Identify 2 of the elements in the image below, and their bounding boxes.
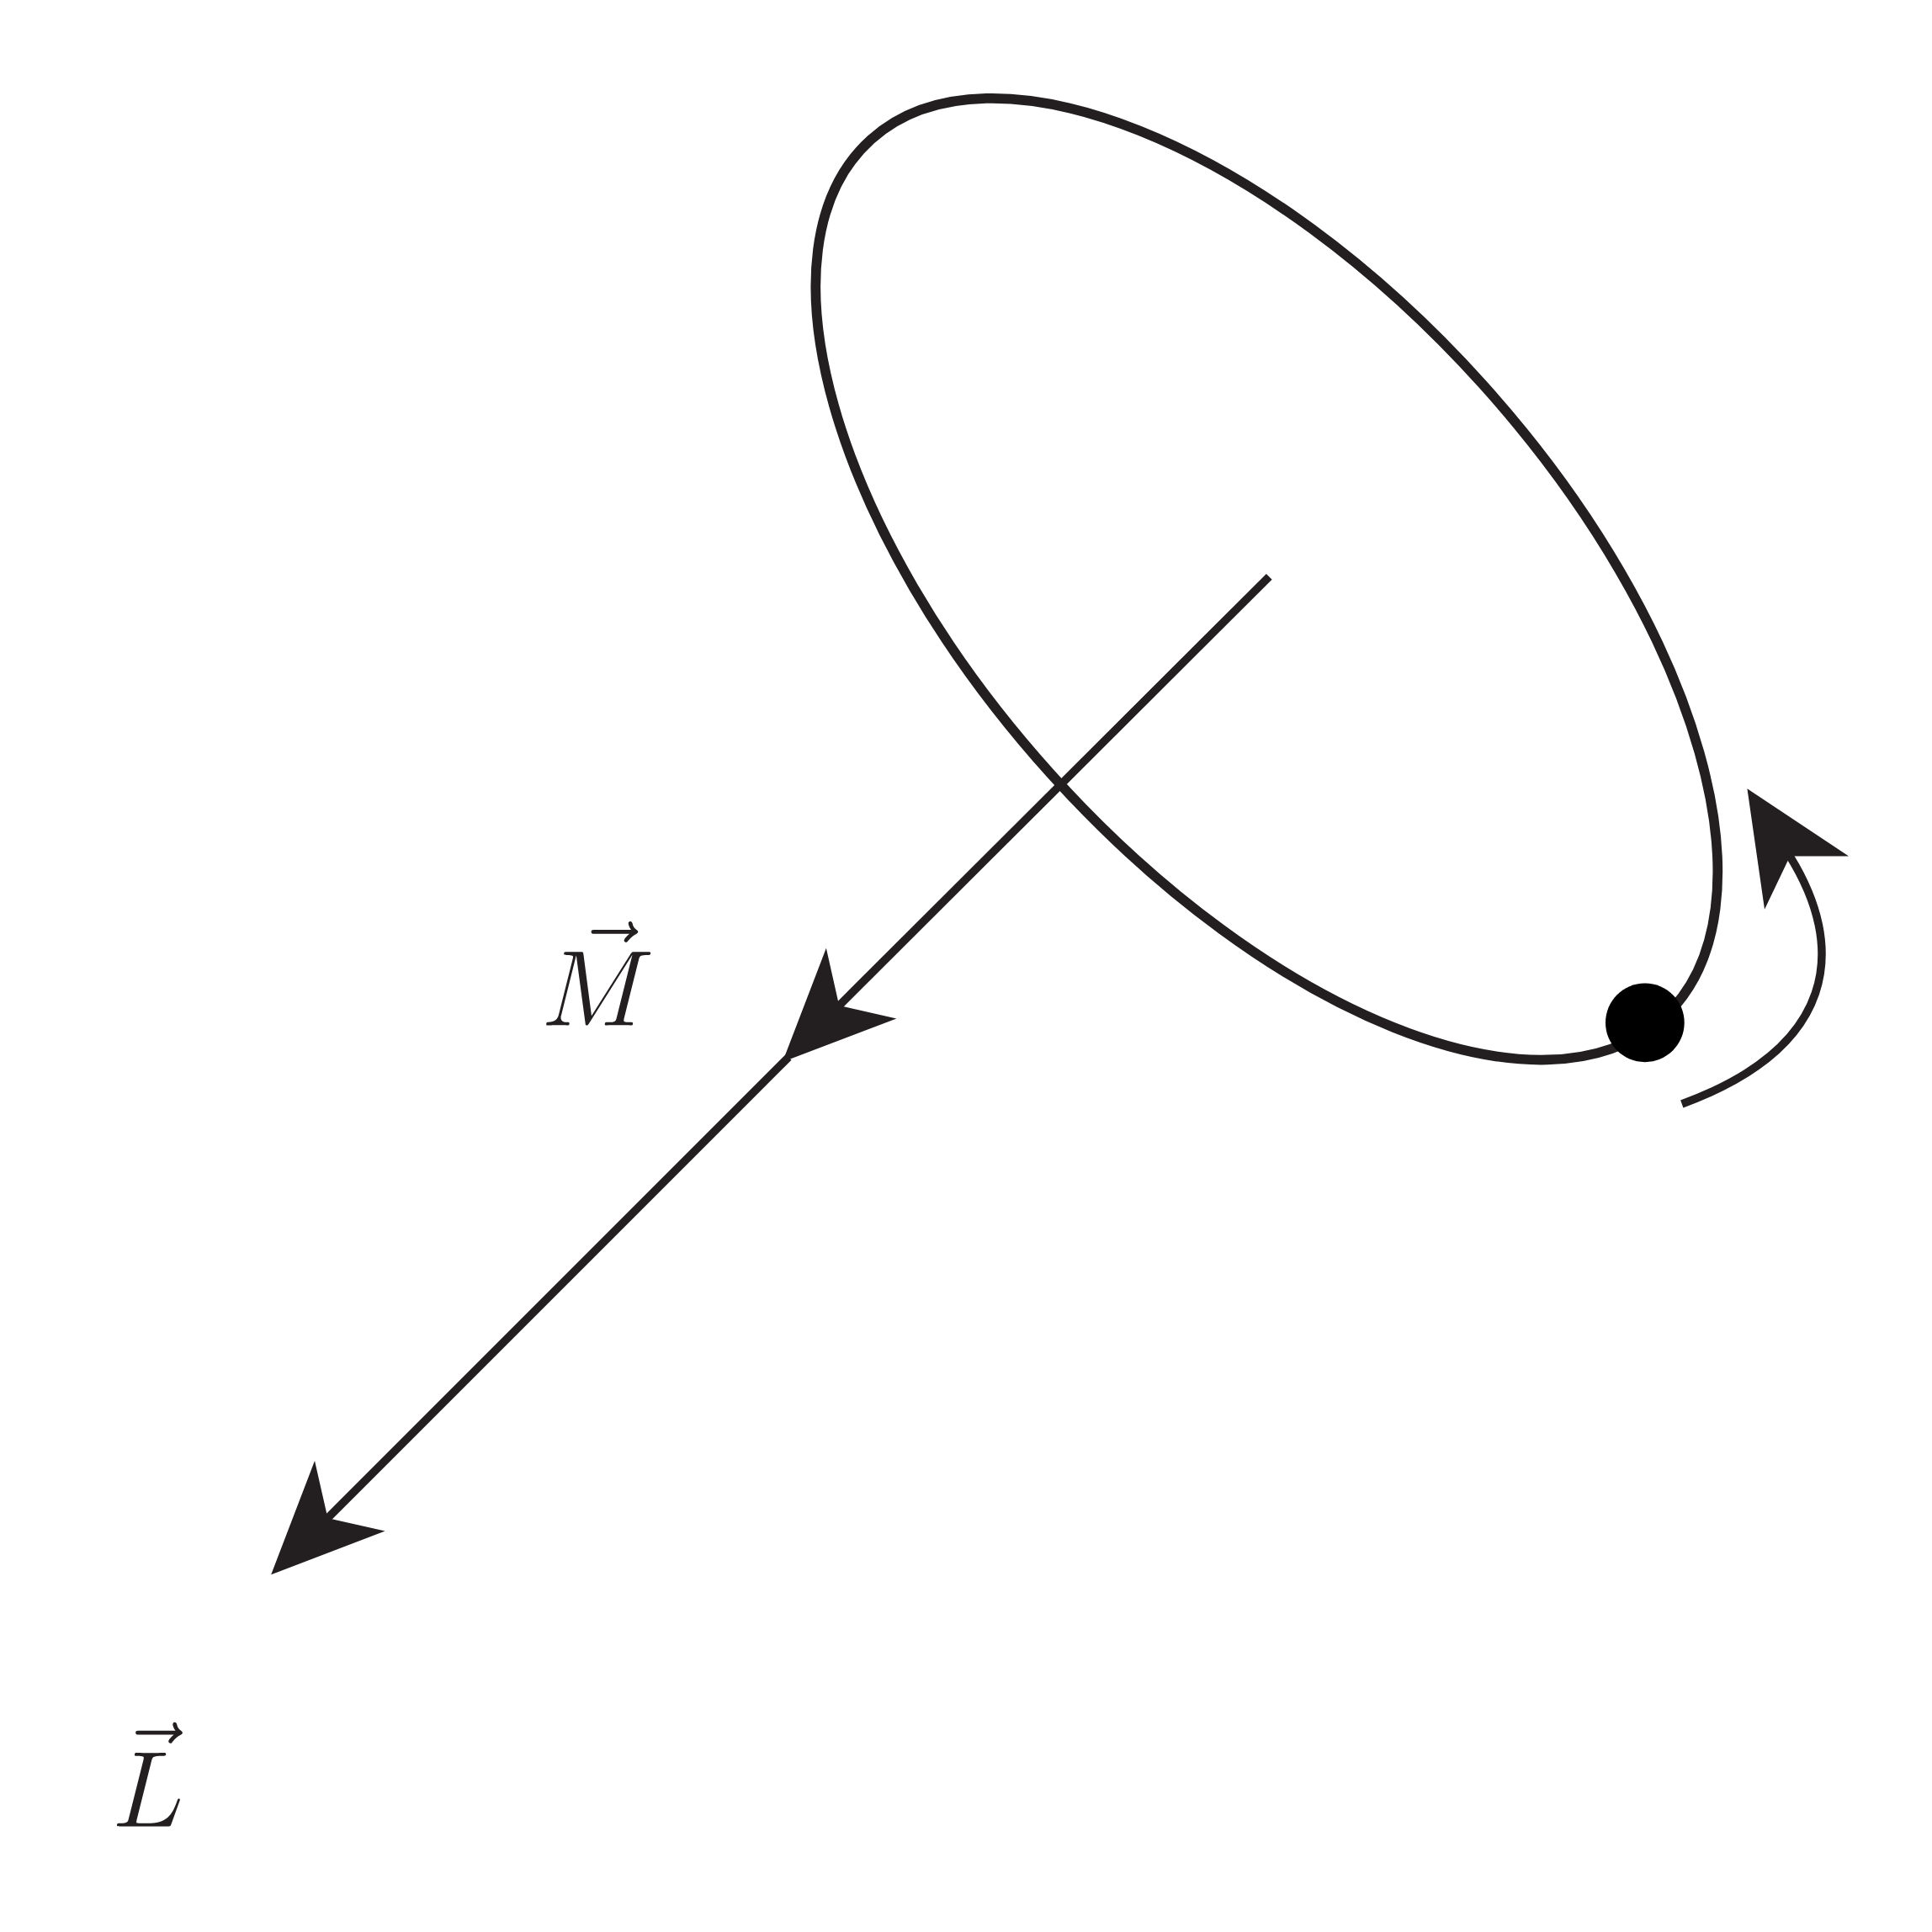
vector-label: $\vec{M}$: [546, 921, 651, 1026]
vector-label: $\vec{L}$: [116, 1722, 183, 1827]
